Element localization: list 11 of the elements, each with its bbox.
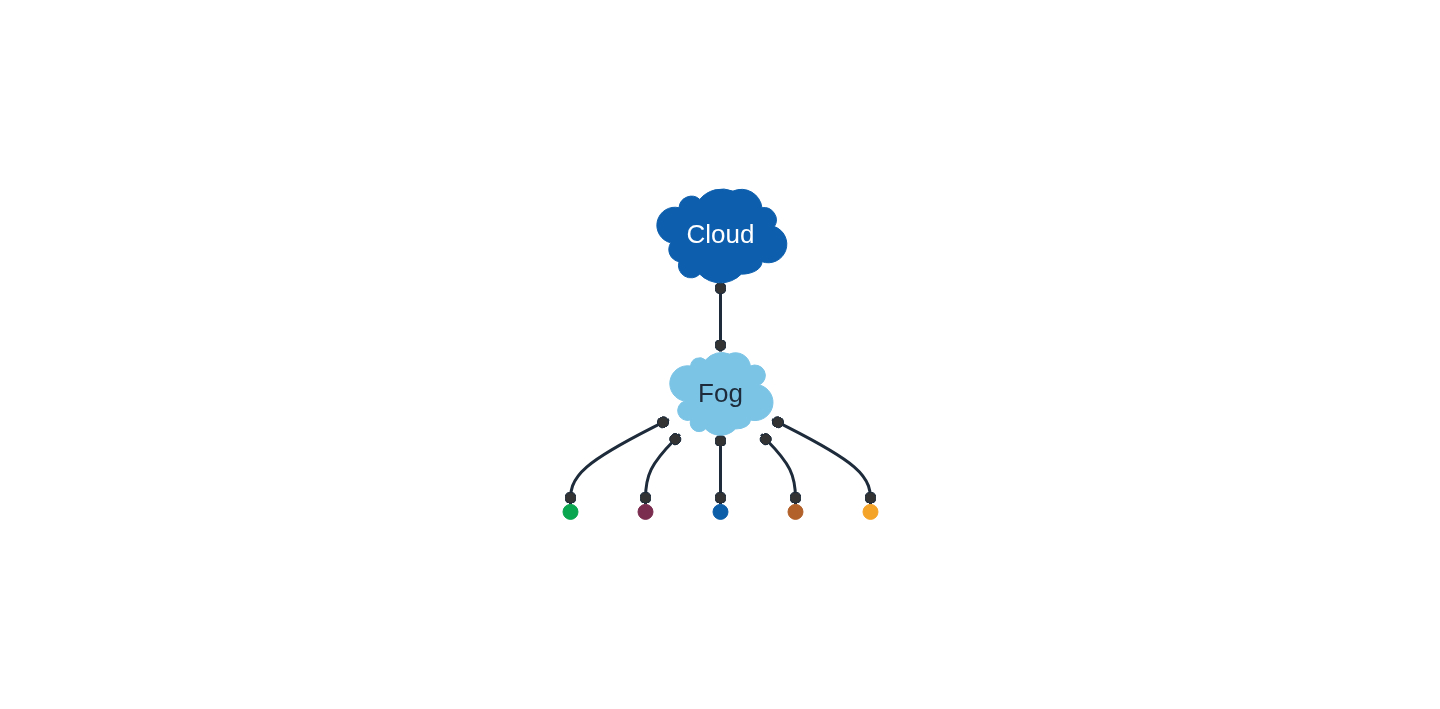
node-circle xyxy=(637,504,653,521)
connector xyxy=(638,433,681,505)
node-circle xyxy=(562,504,578,521)
connector xyxy=(713,281,727,352)
node-circle xyxy=(787,504,803,521)
node-circle xyxy=(712,504,728,521)
connector xyxy=(770,416,877,505)
connector xyxy=(563,416,670,505)
connector xyxy=(713,434,727,505)
connector xyxy=(759,433,802,505)
node-circle xyxy=(862,504,878,521)
